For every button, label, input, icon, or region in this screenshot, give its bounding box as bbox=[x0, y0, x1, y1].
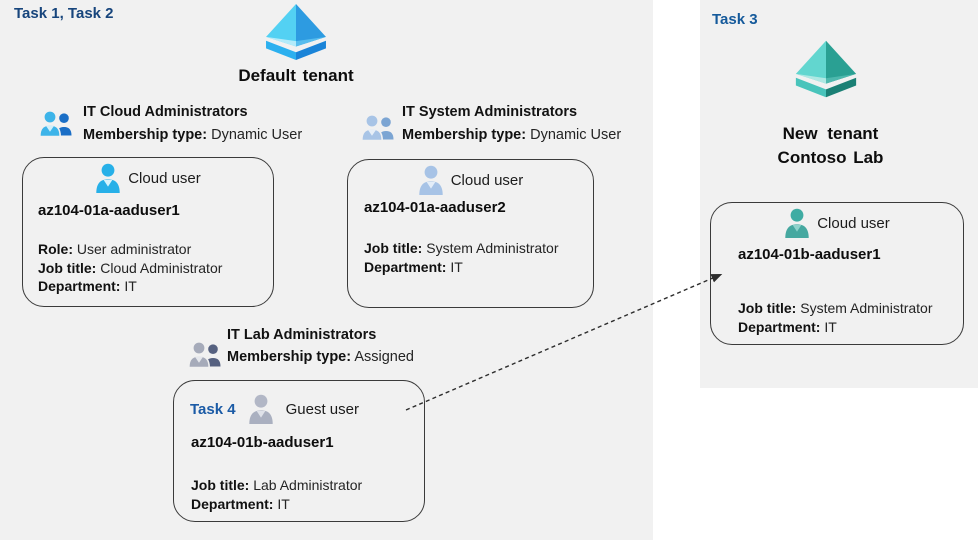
user-type-label: Cloud user bbox=[128, 169, 201, 187]
entra-tenant-icon-blue bbox=[266, 3, 326, 61]
group-membership-lab-admins: Membership type: Assigned bbox=[227, 349, 414, 365]
user-attributes: Job title: System Administrator Departme… bbox=[738, 299, 933, 336]
group-title-cloud-admins: IT Cloud Administrators bbox=[83, 104, 248, 120]
user-attributes: Role: User administrator Job title: Clou… bbox=[38, 240, 222, 296]
task-1-2-label: Task 1, Task 2 bbox=[14, 5, 114, 22]
group-icon-lab-admins bbox=[188, 341, 221, 369]
card-head: Task 4 Guest user bbox=[190, 394, 359, 424]
card-head: Cloud user bbox=[711, 208, 963, 238]
membership-label: Membership type: bbox=[227, 349, 352, 365]
attr-department: Department: IT bbox=[364, 258, 463, 275]
task-4-label: Task 4 bbox=[190, 400, 236, 418]
membership-value: Dynamic User bbox=[211, 127, 303, 143]
user-type-label: Cloud user bbox=[450, 171, 524, 189]
cloud-user-icon bbox=[96, 163, 120, 193]
default-tenant-region bbox=[0, 0, 653, 540]
attr-department: Department: IT bbox=[738, 318, 837, 335]
group-membership-cloud-admins: Membership type: Dynamic User bbox=[83, 127, 302, 143]
group-icon-cloud-admins bbox=[39, 110, 72, 138]
membership-label: Membership type: bbox=[83, 127, 208, 143]
membership-value: Dynamic User bbox=[530, 127, 622, 143]
cloud-user2-card: Cloud user az104-01a-aaduser2 Job title:… bbox=[347, 159, 594, 308]
default-tenant-name: Default tenant bbox=[238, 66, 354, 85]
user-attributes: Job title: System Administrator Departme… bbox=[364, 239, 559, 276]
group-icon-system-admins bbox=[361, 114, 394, 142]
cloud-user-icon bbox=[419, 165, 443, 195]
card-head: Cloud user bbox=[23, 163, 273, 193]
cloud-user-icon bbox=[785, 208, 809, 238]
guest-user-card: Task 4 Guest user az104-01b-aaduser1 Job… bbox=[173, 380, 425, 522]
cloud-user1-card: Cloud user az104-01a-aaduser1 Role: User… bbox=[22, 157, 274, 307]
membership-value: Assigned bbox=[354, 349, 414, 365]
group-membership-system-admins: Membership type: Dynamic User bbox=[402, 127, 621, 143]
entra-tenant-icon-teal bbox=[795, 40, 857, 98]
username: az104-01a-aaduser2 bbox=[364, 199, 506, 216]
attr-job-title: Job title: Lab Administrator bbox=[191, 477, 363, 493]
attr-job-title: Job title: System Administrator bbox=[738, 300, 933, 316]
attr-department: Department: IT bbox=[38, 278, 137, 294]
new-tenant-name-line1: New tenant bbox=[782, 124, 879, 143]
card-head: Cloud user bbox=[348, 165, 593, 195]
attr-department: Department: IT bbox=[191, 495, 290, 512]
new-tenant-name-line2: Contoso Lab bbox=[777, 148, 884, 167]
username: az104-01b-aaduser1 bbox=[738, 246, 881, 263]
user-type-label: Guest user bbox=[285, 400, 359, 418]
task-3-label: Task 3 bbox=[712, 11, 758, 28]
guest-user-icon bbox=[248, 394, 273, 424]
user-attributes: Job title: Lab Administrator Department:… bbox=[191, 476, 362, 513]
user-type-label: Cloud user bbox=[817, 214, 890, 232]
username: az104-01b-aaduser1 bbox=[191, 434, 334, 451]
membership-label: Membership type: bbox=[402, 127, 527, 143]
group-title-system-admins: IT System Administrators bbox=[402, 104, 578, 120]
group-title-lab-admins: IT Lab Administrators bbox=[227, 327, 377, 343]
attr-role: Role: User administrator bbox=[38, 241, 192, 257]
attr-job-title: Job title: System Administrator bbox=[364, 240, 559, 256]
attr-job-title: Job title: Cloud Administrator bbox=[38, 259, 223, 276]
new-tenant-cloud-user-card: Cloud user az104-01b-aaduser1 Job title:… bbox=[710, 202, 964, 345]
username: az104-01a-aaduser1 bbox=[38, 202, 180, 219]
